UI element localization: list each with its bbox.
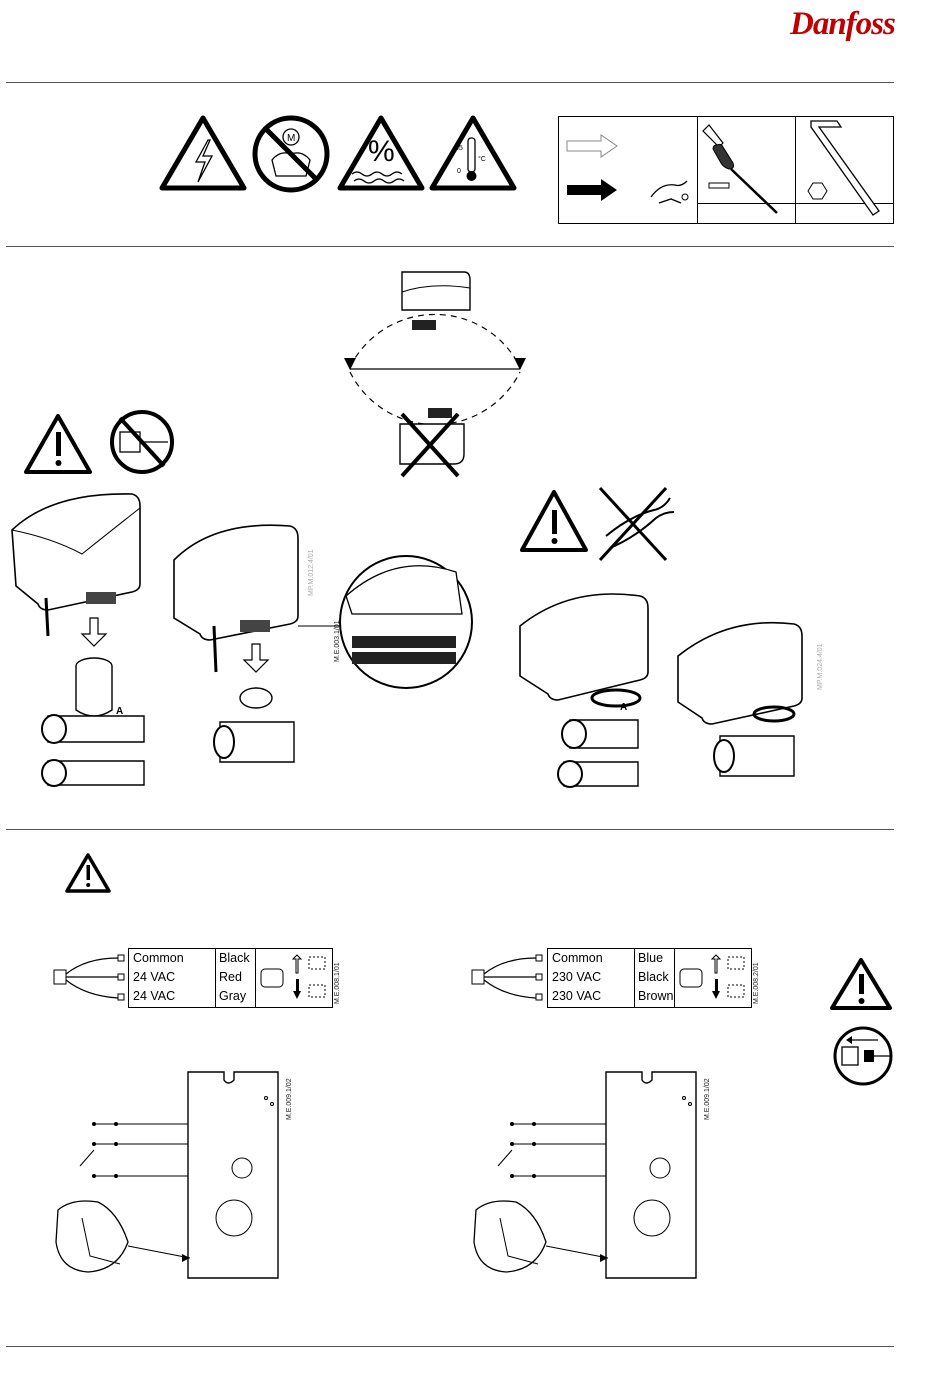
temp-low: 0	[457, 168, 461, 175]
actuator-icon	[12, 494, 140, 636]
wire-color: Brown	[638, 989, 673, 1003]
circuit-board-230v	[472, 1070, 712, 1286]
power-plug-icon	[835, 1028, 891, 1084]
warning-unplug-side	[828, 956, 898, 1088]
screwdriver-icon	[703, 125, 777, 213]
wire-color: Black	[219, 951, 250, 965]
wire-color: Gray	[219, 989, 246, 1003]
electric-shock-icon	[162, 118, 244, 188]
warning-triangle-icon	[832, 960, 890, 1008]
wiring-table-24v: Common Black 24 VAC Red 24 VAC Gray	[128, 948, 333, 1008]
temp-unit: °C	[478, 156, 486, 163]
wire-color: Red	[219, 970, 242, 984]
valve-port-label: A	[620, 702, 627, 713]
valve-port-label: A	[116, 706, 123, 717]
wire-color: Blue	[638, 951, 663, 965]
figure-code: M.E.008.1/01	[334, 962, 341, 1004]
temperature-icon	[432, 118, 514, 188]
heavy-arrow-icon	[567, 179, 617, 201]
actuator-icon	[174, 525, 298, 672]
no-lift-icon	[651, 181, 688, 203]
detail-zoom-icon	[298, 556, 472, 688]
divider	[6, 246, 894, 247]
wire-terminal: 230 VAC	[552, 989, 601, 1003]
switch-symbol-icon	[257, 951, 331, 1005]
actuator-icon	[678, 623, 802, 724]
wire-terminal: 24 VAC	[133, 989, 175, 1003]
orientation-diagram	[340, 262, 540, 482]
figure-code: MP.M.012.4/01	[308, 549, 315, 596]
temp-high: 55	[455, 145, 463, 152]
mounting-step-2	[510, 586, 840, 806]
circuit-board-24v	[54, 1070, 294, 1286]
svg-text:M: M	[287, 133, 295, 144]
board-code: M.E.009.1/02	[704, 1078, 711, 1120]
board-code: M.E.009.1/02	[286, 1078, 293, 1120]
figure-code: M.E.008.2/01	[753, 962, 760, 1004]
warning-triangle-icon	[66, 852, 112, 894]
divider	[6, 829, 894, 830]
no-pliers-icon	[600, 488, 674, 560]
actuator-inverted-icon	[400, 408, 464, 476]
warning-triangle-icon	[26, 416, 90, 472]
figure-code: MP.M.024.4/01	[817, 643, 824, 690]
tools-panel	[558, 116, 894, 224]
mounting-step-1	[8, 486, 488, 806]
wire-color: Black	[638, 970, 669, 984]
hex-key-icon	[808, 121, 879, 215]
switch-symbol-icon	[676, 951, 750, 1005]
figure-code: M.E.003.1/01	[334, 620, 341, 662]
warning-symbols: M	[160, 112, 525, 194]
valve-icon	[214, 688, 294, 762]
divider	[6, 1346, 894, 1347]
warning-unplug-group	[20, 408, 180, 478]
no-power-plug-icon	[112, 412, 172, 472]
warning-triangle-icon	[522, 492, 586, 550]
cable-icon	[52, 950, 132, 1002]
divider	[6, 82, 894, 83]
wiring-table-230v: Common Blue 230 VAC Black 230 VAC Brown	[547, 948, 752, 1008]
light-arrow-icon	[567, 135, 617, 157]
actuator-icon	[520, 594, 648, 706]
warning-no-tool-group	[520, 484, 680, 564]
valve-icon	[42, 658, 144, 786]
no-handling-icon: M	[255, 118, 327, 190]
valve-icon	[714, 736, 794, 776]
humidity-symbol: %	[368, 135, 395, 169]
valve-icon	[558, 720, 638, 787]
wire-terminal: 230 VAC	[552, 970, 601, 984]
actuator-upright-icon	[402, 272, 470, 330]
cable-icon	[470, 950, 550, 1002]
wire-terminal: Common	[552, 951, 603, 965]
danfoss-logo: Danfoss	[790, 6, 895, 43]
wire-terminal: 24 VAC	[133, 970, 175, 984]
wire-terminal: Common	[133, 951, 184, 965]
